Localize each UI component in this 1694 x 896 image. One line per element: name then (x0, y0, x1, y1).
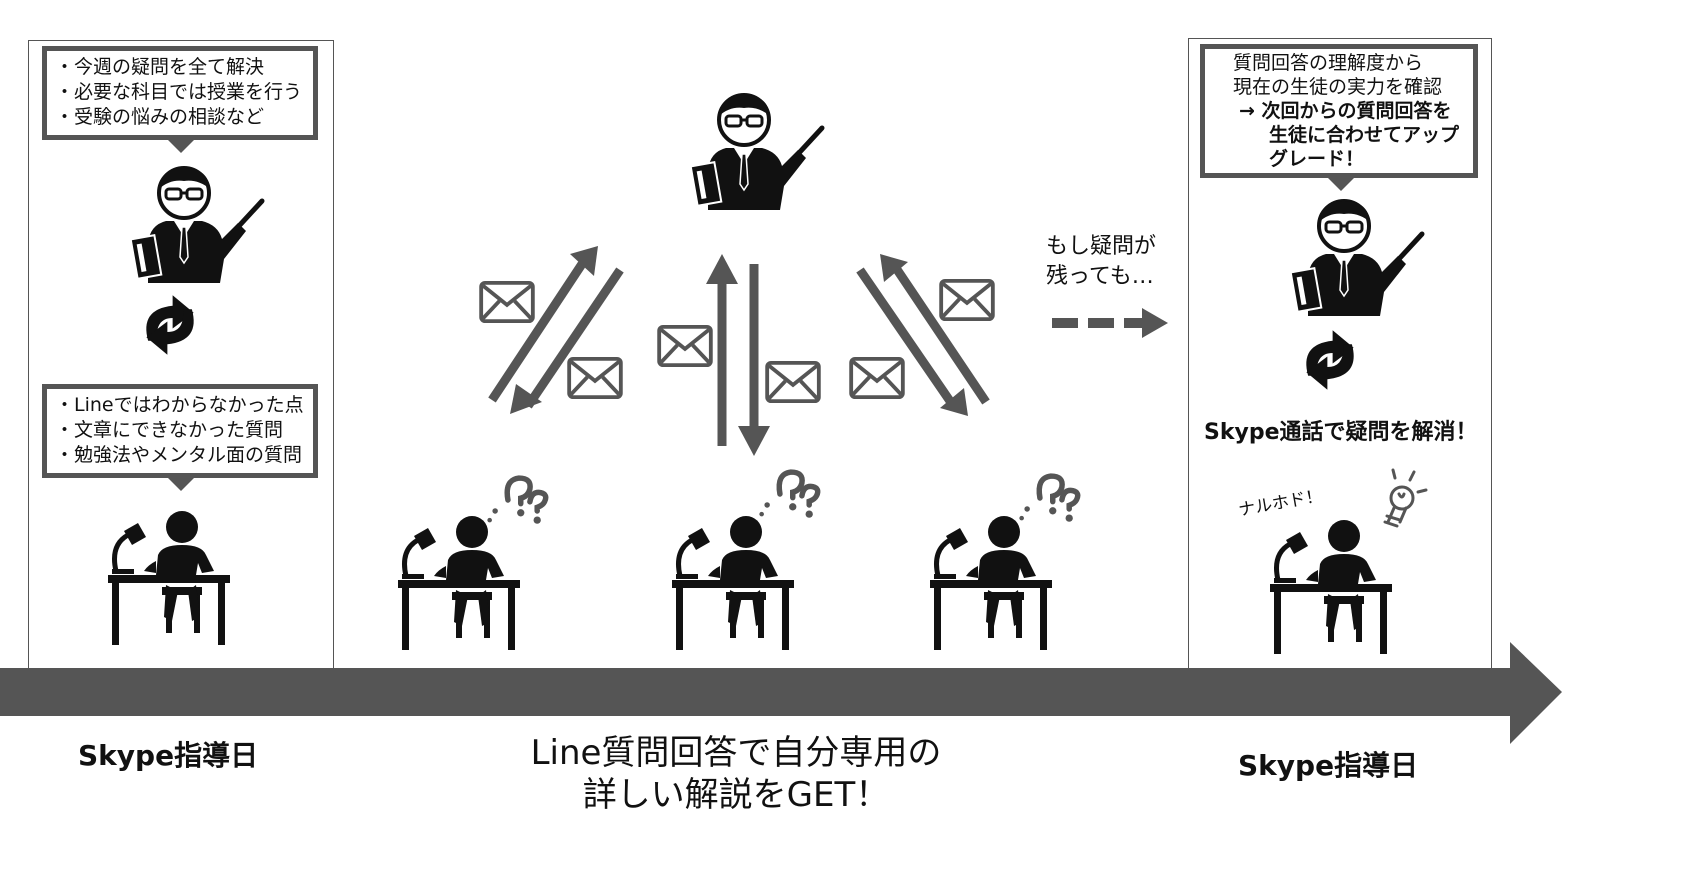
callout-line: 質問回答の理解度から (1233, 52, 1424, 74)
callout-pointer (166, 476, 196, 491)
envelope-icon (848, 356, 906, 400)
exchange-arrows (488, 246, 990, 456)
callout-line: ・受験の悩みの相談など (55, 106, 265, 128)
envelope-icon (938, 278, 996, 322)
right-teacher-callout: 質問回答の理解度から 現在の生徒の実力を確認 → 次回からの質問回答を 生徒に合… (1200, 44, 1478, 178)
transition-note: もし疑問が 残っても… (1046, 232, 1156, 292)
callout-pointer (1326, 176, 1356, 191)
left-teacher-callout: ・今週の疑問を全て解決 ・必要な科目では授業を行う ・受験の悩みの相談など (42, 46, 318, 140)
dashed-arrow-icon (1052, 308, 1168, 338)
callout-line: 現在の生徒の実力を確認 (1233, 76, 1443, 98)
envelope-icon (478, 280, 536, 324)
callout-line: ・勉強法やメンタル面の質問 (55, 444, 303, 466)
caption-line: 詳しい解説をGET！ (582, 775, 890, 815)
note-line: 残っても… (1046, 264, 1154, 289)
student-desk-icon (926, 510, 1056, 650)
callout-line: ・Lineではわからなかった点 (55, 394, 304, 416)
student-desk-icon (104, 505, 234, 645)
timeline-arrow-icon (0, 642, 1562, 744)
resolve-text: Skype通話で疑問を解消！ (1204, 420, 1478, 445)
envelope-icon (566, 356, 624, 400)
envelope-icon (656, 324, 714, 368)
envelope-icon (764, 360, 822, 404)
left-student-callout: ・Lineではわからなかった点 ・文章にできなかった質問 ・勉強法やメンタル面の… (42, 384, 318, 478)
cycle-arrows-icon (1290, 325, 1370, 395)
student-desk-icon (668, 510, 798, 650)
caption-line: Line質問回答で自分専用の (530, 733, 942, 773)
lightbulb-icon (1383, 468, 1428, 528)
callout-line: → 次回からの質問回答を (1239, 100, 1452, 122)
callout-line: グレード！ (1269, 148, 1365, 170)
callout-line: 生徒に合わせてアップ (1269, 124, 1460, 146)
callout-line: ・文章にできなかった質問 (55, 419, 284, 441)
cycle-arrows-icon (130, 290, 210, 360)
callout-line: ・必要な科目では授業を行う (55, 81, 303, 103)
student-desk-icon (1266, 514, 1396, 654)
teacher-icon (126, 165, 266, 285)
teacher-icon (686, 92, 826, 212)
right-day-label: Skype指導日 (1238, 749, 1419, 782)
note-line: もし疑問が (1046, 234, 1157, 259)
teacher-icon (1286, 198, 1426, 318)
middle-caption: Line質問回答で自分専用の 詳しい解説をGET！ (526, 732, 946, 816)
left-day-label: Skype指導日 (78, 739, 259, 772)
callout-pointer (166, 138, 196, 153)
callout-line: ・今週の疑問を全て解決 (55, 56, 265, 78)
student-desk-icon (394, 510, 524, 650)
